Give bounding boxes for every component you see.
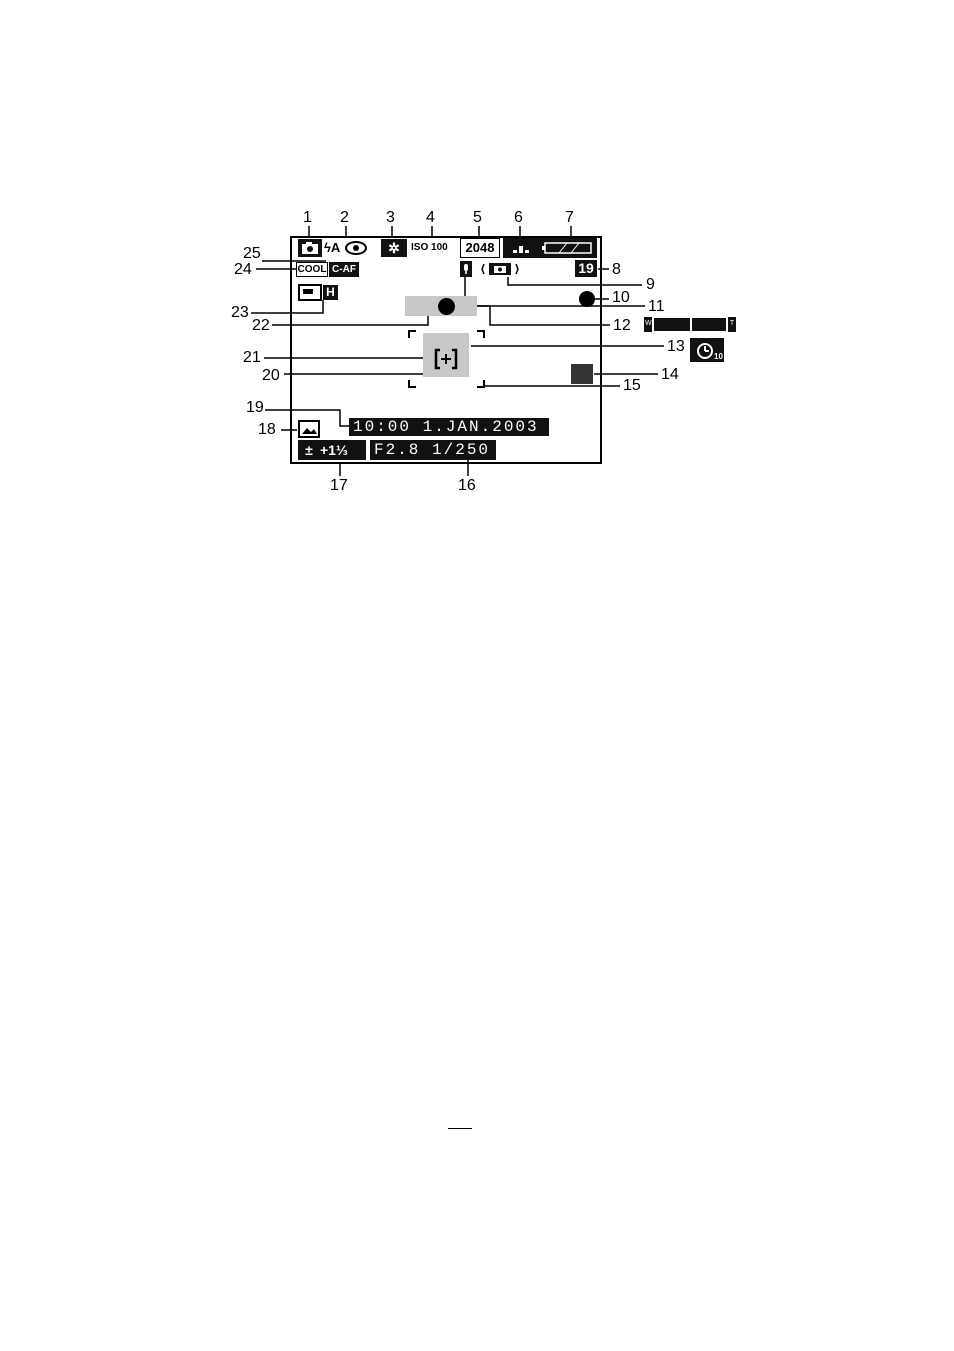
aperture-shutter-bar: F2.8 1/250 <box>370 440 496 460</box>
zoom-bar-icon <box>644 316 736 333</box>
self-timer-icon: 10 <box>690 338 724 362</box>
af-frame-bottom-right <box>477 380 485 388</box>
zoom-tele-label: T <box>729 317 735 331</box>
stabilizer-icon <box>480 261 520 277</box>
camera-icon <box>298 239 322 257</box>
callout-25: 25 <box>243 246 261 262</box>
callout-17: 17 <box>330 478 348 494</box>
callout-2: 2 <box>340 210 349 226</box>
callout-23: 23 <box>231 305 249 321</box>
battery-icon <box>539 238 597 258</box>
callout-5: 5 <box>473 210 482 226</box>
focus-indicator-dot <box>438 298 455 315</box>
callout-10: 10 <box>612 290 630 306</box>
callout-15: 15 <box>623 378 641 394</box>
callout-18: 18 <box>258 422 276 438</box>
audio-icon <box>460 261 472 277</box>
callout-16: 16 <box>458 478 476 494</box>
af-frame-bottom-left <box>408 380 416 388</box>
iso-label: ISO 100 <box>411 240 457 256</box>
callout-13: 13 <box>667 339 685 355</box>
resolution-label: 2048 <box>460 238 500 258</box>
picture-count-label: 19 <box>575 260 597 277</box>
callout-12: 12 <box>613 318 631 334</box>
callout-6: 6 <box>514 210 523 226</box>
histogram-icon <box>298 284 322 301</box>
callout-20: 20 <box>262 368 280 384</box>
zoom-wide-label: W <box>645 317 651 331</box>
image-icon <box>298 420 320 438</box>
callout-1: 1 <box>303 210 312 226</box>
callout-14: 14 <box>661 367 679 383</box>
callout-19: 19 <box>246 400 264 416</box>
red-eye-icon <box>344 240 368 256</box>
recording-dot-icon <box>579 291 595 307</box>
backlight-icon <box>571 364 593 384</box>
svg-text:10: 10 <box>714 352 723 361</box>
callout-9: 9 <box>646 277 655 293</box>
callout-24: 24 <box>234 262 252 278</box>
exposure-comp-label: +1⅓ <box>320 441 364 459</box>
callout-22: 22 <box>252 318 270 334</box>
callout-4: 4 <box>426 210 435 226</box>
exposure-comp-icon: ± <box>300 441 318 459</box>
callout-7: 7 <box>565 210 574 226</box>
callout-21: 21 <box>243 350 261 366</box>
jpeg-quality-label: H <box>323 285 338 300</box>
focus-area-icon <box>434 348 458 370</box>
quality-icon <box>503 238 539 258</box>
flash-auto-label: ϟA <box>324 240 344 256</box>
callout-8: 8 <box>612 262 621 278</box>
af-frame-top-right <box>477 330 485 338</box>
callout-3: 3 <box>386 210 395 226</box>
date-time-bar: 10:00 1.JAN.2003 <box>349 418 549 436</box>
white-balance-sun-icon: ✲ <box>381 239 407 257</box>
callout-11: 11 <box>648 299 665 315</box>
page-footer-rule <box>448 1128 472 1129</box>
af-frame-top-left <box>408 330 416 338</box>
white-balance-mode-label: COOL <box>296 262 328 277</box>
af-mode-label: C-AF <box>329 262 359 277</box>
